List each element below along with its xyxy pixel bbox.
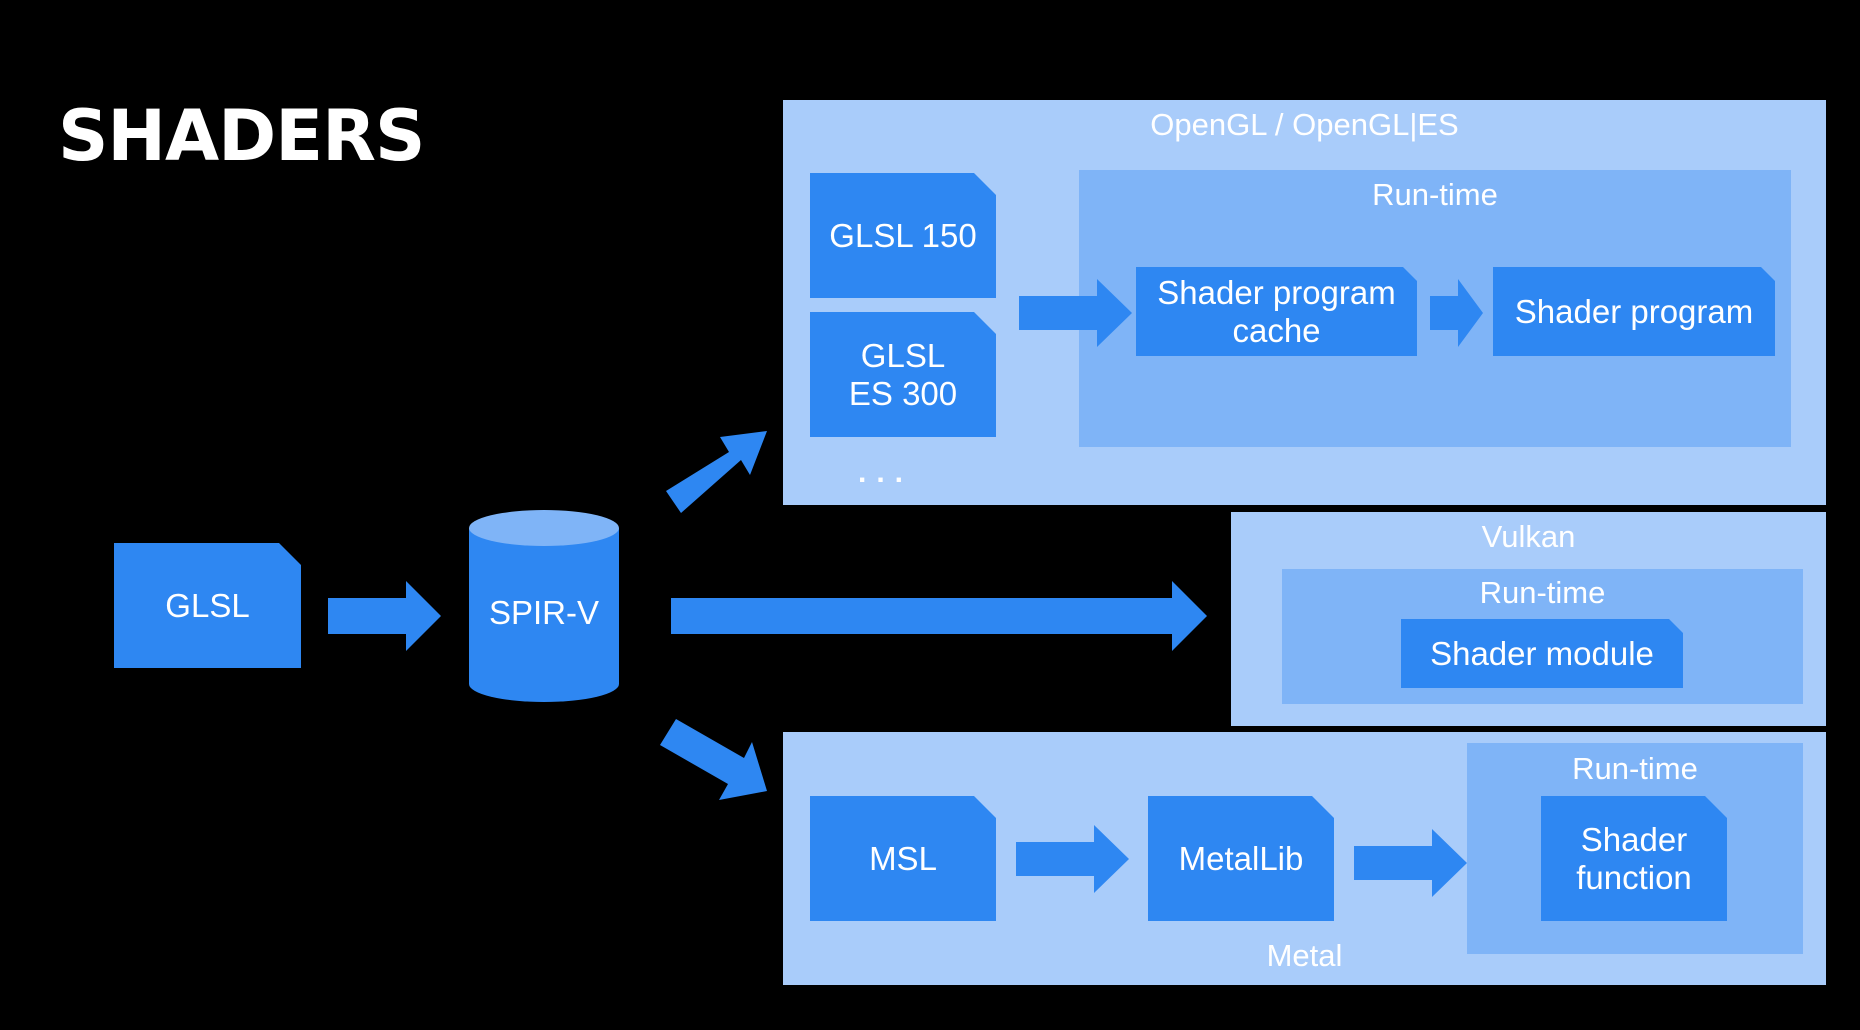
glsl-source-node: GLSL bbox=[114, 543, 301, 668]
arrow-glsl-to-spirv bbox=[328, 581, 441, 651]
opengl-title: OpenGL / OpenGL|ES bbox=[1150, 107, 1459, 142]
arrow-glsl-to-cache bbox=[1019, 279, 1132, 347]
metal-title: Metal bbox=[1266, 938, 1343, 973]
vulkan-title: Vulkan bbox=[1481, 519, 1576, 554]
shader-program-cache-node: Shader program cache bbox=[1136, 267, 1417, 356]
shader-function-node: Shader function bbox=[1541, 796, 1727, 921]
arrow-spirv-to-metal bbox=[660, 719, 767, 800]
glsl-150-node: GLSL 150 bbox=[810, 173, 996, 298]
opengl-runtime-title: Run-time bbox=[1372, 177, 1498, 212]
page-title: SHADERS bbox=[58, 95, 425, 177]
arrow-spirv-to-opengl bbox=[666, 431, 767, 513]
shader-program-node: Shader program bbox=[1493, 267, 1775, 356]
arrow-metallib-to-function bbox=[1354, 829, 1467, 897]
glsl-es-300-node: GLSL ES 300 bbox=[810, 312, 996, 437]
arrow-spirv-to-vulkan bbox=[671, 581, 1207, 651]
vulkan-runtime-title: Run-time bbox=[1479, 575, 1606, 610]
arrow-cache-to-program bbox=[1430, 279, 1483, 347]
msl-node: MSL bbox=[810, 796, 996, 921]
shader-module-node: Shader module bbox=[1401, 619, 1683, 688]
spirv-cylinder bbox=[469, 510, 619, 702]
more-languages-ellipsis: ... bbox=[858, 456, 914, 489]
metallib-node: MetalLib bbox=[1148, 796, 1334, 921]
arrow-msl-to-metallib bbox=[1016, 825, 1129, 893]
metal-runtime-title: Run-time bbox=[1572, 751, 1698, 786]
spirv-label: SPIR-V bbox=[488, 594, 600, 631]
